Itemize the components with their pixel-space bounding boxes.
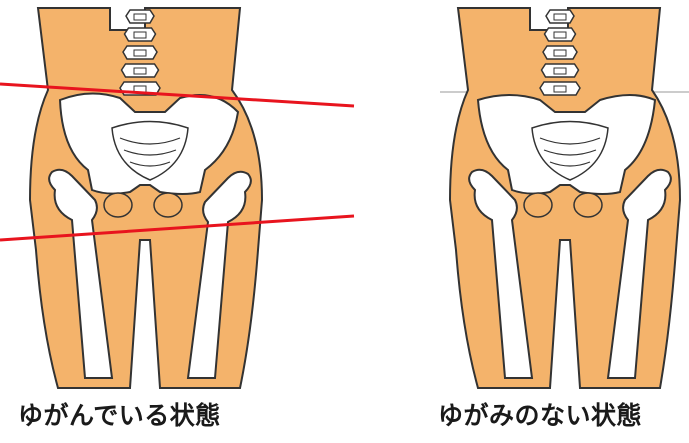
panel-normal xyxy=(450,8,680,388)
vertebra-body xyxy=(554,86,566,92)
caption-distorted-state: ゆがんでいる状態 xyxy=(18,398,298,434)
vertebra-body xyxy=(134,14,146,20)
vertebra-body xyxy=(134,50,146,56)
vertebra-body xyxy=(134,68,146,74)
caption-normal-state: ゆがみのない状態 xyxy=(438,398,688,434)
vertebra-body xyxy=(554,32,566,38)
vertebra-body xyxy=(554,50,566,56)
vertebra-body xyxy=(134,32,146,38)
vertebra-body xyxy=(554,14,566,20)
vertebra-body xyxy=(554,68,566,74)
panel-distorted xyxy=(0,8,354,388)
